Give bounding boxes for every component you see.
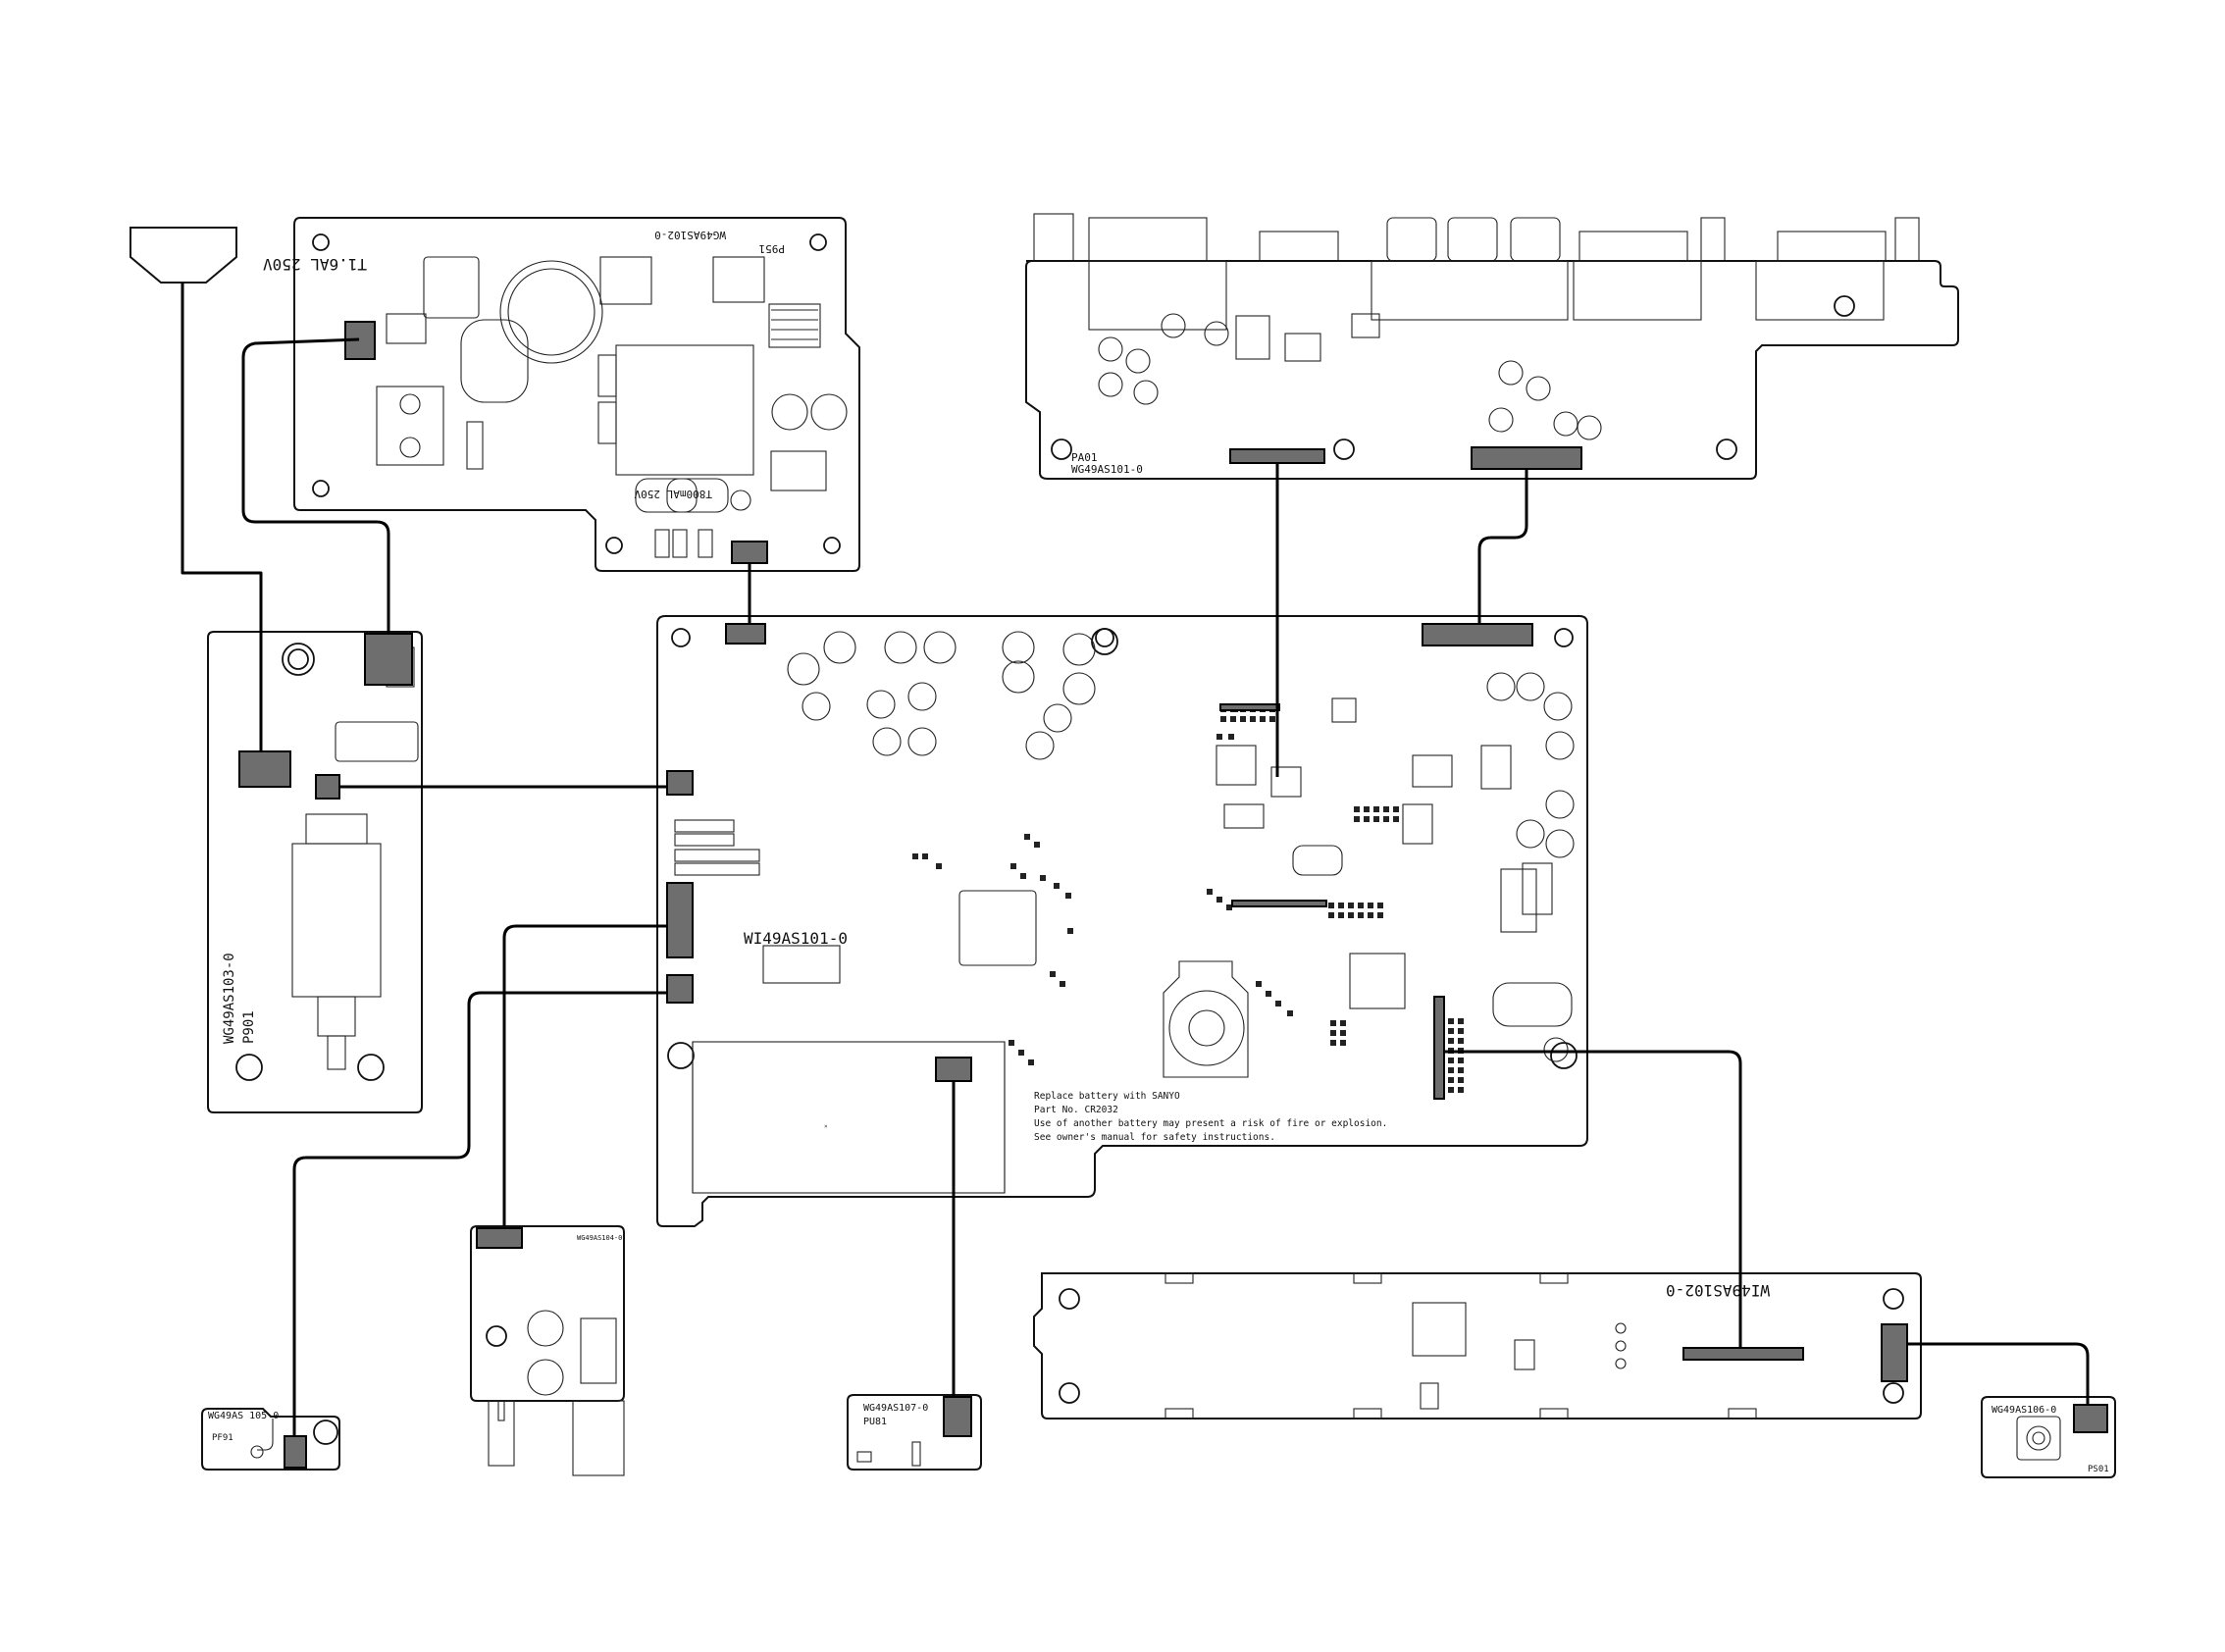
main-connector-ju06 [1231, 900, 1327, 907]
main-board: × [656, 615, 1588, 1227]
io-board-id: WG49AS101-0 [1071, 463, 1143, 476]
pd-board-id: WG49AS104-0 [577, 1234, 622, 1242]
p901-board: WG49AS103-0 P901 [207, 631, 423, 1113]
main-connector-j951 [725, 623, 766, 645]
pu81-board-ref: PU81 [863, 1417, 887, 1427]
battery-notice-line-1: Replace battery with SANYO [1034, 1091, 1180, 1102]
main-connector-ja01 [1433, 996, 1445, 1100]
pf91-connector-jf91 [284, 1435, 307, 1469]
pd-connector-j902 [476, 1227, 523, 1249]
main-connector-j902 [666, 770, 694, 796]
pu81-board-id: WG49AS107-0 [863, 1403, 928, 1414]
pu81-board: WG49AS107-0 PU81 [847, 1394, 982, 1471]
p901-board-ref: P901 [241, 1010, 257, 1044]
psu-board-ref: P951 [759, 242, 786, 255]
bottom-connector-jk03 [1881, 1323, 1908, 1382]
io-connector-ja04 [1229, 448, 1325, 464]
io-connector-ja03 [1471, 446, 1582, 470]
ps01-board: WG49AS106-0 PS01 [1981, 1396, 2116, 1478]
svg-text:×: × [824, 1123, 828, 1130]
p901-board-id: WG49AS103-0 [222, 953, 237, 1044]
battery-notice-line-3: Use of another battery may present a ris… [1034, 1118, 1387, 1129]
main-connector-j952 [1422, 623, 1533, 646]
ps01-board-ref: PS01 [2088, 1465, 2109, 1474]
psu-fuse-rating-1: T1.6AL 250V [263, 255, 367, 274]
ac-plug [129, 227, 237, 284]
pf91-board-id: WG49AS 105-0 [208, 1411, 279, 1421]
pu81-connector-ju81 [943, 1396, 972, 1437]
psu-fuse-rating-2: T800mAL 250V [634, 488, 712, 500]
ps01-board-id: WG49AS106-0 [1992, 1405, 2056, 1416]
pf91-board: WG49AS 105-0 PF91 [201, 1408, 340, 1471]
io-board-ref: PA01 [1071, 451, 1098, 464]
battery-notice-line-2: Part No. CR2032 [1034, 1105, 1118, 1115]
bottom-board: WI49AS102-0 [1033, 1272, 1922, 1420]
pd-board: WG49AS104-0 [470, 1225, 625, 1476]
p901-connector-j902 [315, 774, 340, 800]
main-connector-jv01 [1219, 703, 1280, 711]
bottom-board-id: WI49AS102-0 [1666, 1281, 1770, 1300]
bottom-connector-jm01 [1682, 1347, 1804, 1361]
pf91-board-ref: PF91 [212, 1433, 233, 1443]
psu-board-id: WG49AS102-0 [654, 229, 726, 241]
main-connector-ju89 [666, 974, 694, 1004]
p901-connector-j903 [238, 750, 291, 788]
p901-connector-j951 [364, 633, 413, 686]
ps01-connector-js01 [2073, 1404, 2108, 1433]
main-board-id: WI49AS101-0 [744, 929, 848, 948]
io-board: PA01 WG49AS101-0 [1025, 213, 1959, 480]
psu-connector-j953 [731, 541, 768, 564]
wiring-harness [181, 283, 2090, 1436]
main-connector-j851 [666, 882, 694, 958]
psu-board: WG49AS102-0 P951 T1.6AL 250V T800mAL 250… [263, 217, 860, 572]
battery-notice-line-4: See owner's manual for safety instructio… [1034, 1132, 1275, 1143]
main-connector-ju01 [935, 1057, 972, 1082]
